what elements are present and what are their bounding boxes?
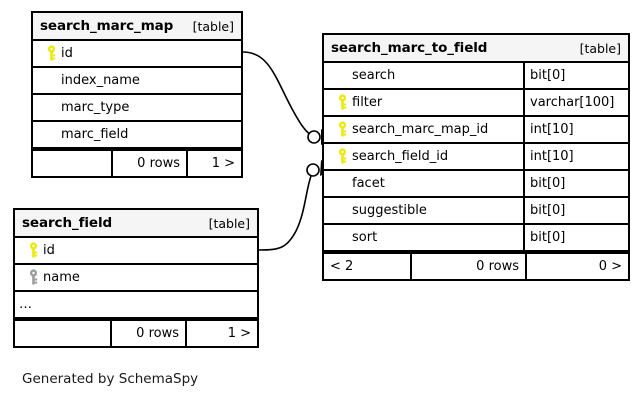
table-search-marc-map[interactable]: search_marc_map [table] id	[31, 11, 243, 178]
column-type-label: bit[0]	[523, 171, 628, 196]
column-type-label: int[10]	[523, 117, 628, 142]
table-type-tag: [table]	[208, 215, 250, 231]
table-row[interactable]: suggestible bit[0]	[324, 198, 628, 225]
column-name-label: filter	[352, 95, 383, 110]
column-cell-name: marc_field	[33, 122, 241, 147]
column-type-label: varchar[100]	[523, 90, 628, 115]
table-row[interactable]: name	[15, 265, 257, 292]
table-header-search-marc-map: search_marc_map [table]	[33, 13, 241, 41]
table-row[interactable]: marc_field	[33, 122, 241, 149]
column-name-label: sort	[352, 230, 378, 245]
table-row[interactable]: search_field_id int[10]	[324, 144, 628, 171]
relation-line-search-field	[258, 175, 312, 251]
column-name-label: search	[352, 68, 396, 83]
table-search-marc-to-field[interactable]: search_marc_to_field [table] search bit[…	[322, 33, 630, 281]
table-footer-search-marc-map: 0 rows 1 >	[33, 149, 241, 176]
column-cell-name: marc_type	[33, 95, 241, 120]
table-row[interactable]: filter varchar[100]	[324, 90, 628, 117]
column-name-label: name	[43, 270, 80, 285]
column-name-label: marc_field	[61, 127, 129, 142]
relation-endpoint-circle-marc-map	[307, 130, 321, 144]
footer-rowcount-label: 0 rows	[410, 254, 525, 279]
footer-rowcount-label: 0 rows	[110, 321, 185, 346]
column-type-label: int[10]	[523, 144, 628, 169]
column-cell-name: name	[15, 265, 257, 290]
table-search-field[interactable]: search_field [table] id	[13, 208, 259, 348]
footer-right-label[interactable]: 0 >	[525, 254, 628, 279]
column-cell-name: …	[15, 292, 257, 317]
table-footer-search-marc-to-field: < 2 0 rows 0 >	[324, 252, 628, 279]
column-type-label: bit[0]	[523, 198, 628, 223]
table-name-label: search_field	[22, 215, 113, 231]
table-type-tag: [table]	[579, 40, 621, 56]
footer-rowcount-label: 0 rows	[111, 151, 186, 176]
column-name-label: facet	[352, 176, 385, 191]
table-row[interactable]: sort bit[0]	[324, 225, 628, 252]
footer-right-label[interactable]: 1 >	[186, 151, 241, 176]
primary-key-icon	[332, 90, 352, 115]
table-row[interactable]: marc_type	[33, 95, 241, 122]
relation-line-marc-map	[242, 51, 313, 137]
column-type-label: bit[0]	[523, 225, 628, 250]
column-cell-name: id	[15, 238, 257, 263]
primary-key-icon	[332, 144, 352, 169]
column-name-label: id	[43, 243, 55, 258]
table-row[interactable]: id	[15, 238, 257, 265]
column-cell-name: sort	[324, 225, 523, 250]
footer-left-label[interactable]	[15, 321, 110, 346]
relation-endpoint-circle-search-field	[306, 163, 320, 177]
table-row[interactable]: …	[15, 292, 257, 319]
primary-key-icon	[41, 41, 61, 66]
column-cell-name: facet	[324, 171, 523, 196]
table-type-tag: [table]	[192, 18, 234, 34]
column-name-label: marc_type	[61, 100, 130, 115]
generated-by-label: Generated by SchemaSpy	[22, 371, 199, 387]
primary-key-icon	[332, 117, 352, 142]
column-name-label: suggestible	[352, 203, 427, 218]
table-row[interactable]: search bit[0]	[324, 63, 628, 90]
table-header-search-field: search_field [table]	[15, 210, 257, 238]
column-name-label: search_marc_map_id	[352, 122, 489, 137]
table-name-label: search_marc_to_field	[331, 40, 488, 56]
footer-left-label[interactable]	[33, 151, 111, 176]
column-cell-name: search_marc_map_id	[324, 117, 523, 142]
column-name-label: search_field_id	[352, 149, 449, 164]
column-cell-name: id	[33, 41, 241, 66]
column-cell-name: suggestible	[324, 198, 523, 223]
column-name-label: index_name	[61, 73, 140, 88]
column-cell-name: search	[324, 63, 523, 88]
column-cell-name: index_name	[33, 68, 241, 93]
primary-key-icon	[23, 238, 43, 263]
table-row[interactable]: id	[33, 41, 241, 68]
table-footer-search-field: 0 rows 1 >	[15, 319, 257, 346]
column-name-label: id	[61, 46, 73, 61]
index-key-icon	[23, 265, 43, 290]
footer-left-label[interactable]: < 2	[330, 259, 354, 274]
footer-right-label[interactable]: 1 >	[185, 321, 257, 346]
table-row[interactable]: facet bit[0]	[324, 171, 628, 198]
table-row[interactable]: index_name	[33, 68, 241, 95]
column-type-label: bit[0]	[523, 63, 628, 88]
column-cell-name: search_field_id	[324, 144, 523, 169]
table-row[interactable]: search_marc_map_id int[10]	[324, 117, 628, 144]
table-name-label: search_marc_map	[40, 18, 174, 34]
column-ellipsis-label: …	[19, 297, 32, 312]
column-cell-name: filter	[324, 90, 523, 115]
table-header-search-marc-to-field: search_marc_to_field [table]	[324, 35, 628, 63]
